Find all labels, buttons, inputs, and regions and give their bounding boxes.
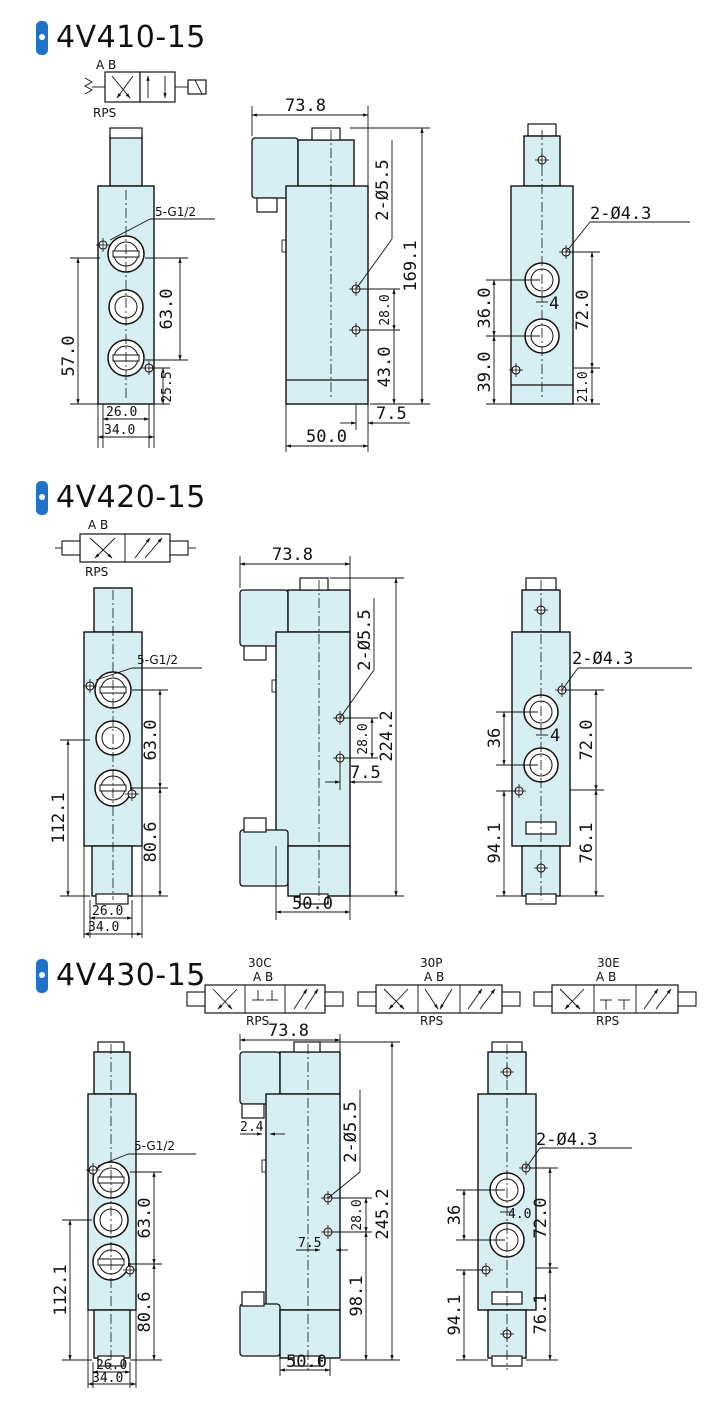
title-text: 4V420-15 — [56, 480, 206, 515]
dim-holes: 2-Ø5.5 — [355, 609, 375, 670]
symbol-top-labels: A B — [96, 58, 116, 72]
dim-offset: 7.5 — [298, 1236, 321, 1251]
section-title-4v420: 4V420-15 — [36, 480, 206, 515]
dim-total-height: 224.2 — [377, 710, 397, 761]
back-view — [477, 1041, 537, 1370]
valve-symbol-30e: 30E A B RPS — [533, 956, 697, 1028]
dim-right: 72.0 — [573, 290, 593, 331]
dim-lower: 80.6 — [141, 822, 161, 863]
dim-lower: 98.1 — [347, 1276, 367, 1317]
port-label: 5-G1/2 — [134, 1139, 175, 1153]
dim-height-left: 57.0 — [59, 336, 79, 377]
side-view — [239, 577, 351, 905]
dim-width-inner: 26.0 — [96, 1358, 127, 1373]
dim-lower: 43.0 — [375, 347, 395, 388]
symbol-top-labels: A B — [596, 970, 616, 984]
dim-width-inner: 26.0 — [106, 405, 137, 420]
dim-top-width: 73.8 — [272, 545, 313, 565]
dim-holes: 2-Ø5.5 — [373, 159, 393, 220]
dim-offset: 7.5 — [376, 404, 407, 424]
dim-upper: 36.0 — [475, 288, 495, 329]
dim-upper: 36 — [445, 1205, 465, 1225]
dim-width-outer: 34.0 — [92, 1371, 123, 1386]
dim-ports-pitch: 63.0 — [135, 1198, 155, 1239]
dim-width-inner: 26.0 — [92, 904, 123, 919]
dim-small: 4 — [550, 726, 560, 746]
title-text: 4V410-15 — [56, 20, 206, 55]
dim-lower: 39.0 — [475, 352, 495, 393]
dim-ports-pitch: 63.0 — [157, 289, 177, 330]
dim-top-width: 73.8 — [285, 96, 326, 116]
dim-holes: 2-Ø4.3 — [536, 1130, 597, 1150]
port-label: 5-G1/2 — [137, 653, 178, 667]
valve-symbol: A B RPS — [55, 518, 196, 579]
dim-offset: 25.5 — [160, 371, 175, 402]
dim-offset-top: 2.4 — [240, 1120, 264, 1135]
dim-right: 72.0 — [531, 1198, 551, 1239]
symbol-code: 30C — [248, 956, 272, 970]
dim-lower-left: 94.1 — [445, 1295, 465, 1336]
dim-small: 4.0 — [508, 1207, 531, 1222]
bullet-marker-icon — [36, 480, 48, 515]
dim-width-outer: 34.0 — [88, 920, 119, 935]
side-view — [239, 1041, 341, 1370]
side-view — [251, 127, 369, 405]
symbol-top-labels: A B — [88, 518, 108, 532]
front-view — [85, 1041, 138, 1370]
dim-bottom: 21.0 — [576, 371, 591, 402]
dim-hole-gap: 28.0 — [378, 294, 393, 325]
back-view — [508, 123, 574, 405]
front-view — [82, 587, 143, 905]
dim-total-height: 245.2 — [373, 1188, 393, 1239]
dim-small: 4 — [549, 294, 559, 314]
symbol-top-labels: A B — [253, 970, 273, 984]
back-view — [511, 577, 571, 905]
front-view — [95, 127, 157, 405]
title-text: 4V430-15 — [56, 958, 206, 993]
section-title-4v430: 4V430-15 — [36, 958, 206, 993]
port-label: 5-G1/2 — [155, 205, 196, 219]
dim-lower-left: 94.1 — [485, 823, 505, 864]
symbol-top-labels: A B — [424, 970, 444, 984]
symbol-code: 30P — [420, 956, 443, 970]
valve-symbol-30c: 30C A B RPS — [186, 956, 344, 1028]
section-title-4v410: 4V410-15 — [36, 20, 206, 55]
dim-holes: 2-Ø4.3 — [590, 204, 651, 224]
bullet-marker-icon — [36, 958, 48, 993]
dim-lower-right: 76.1 — [577, 823, 597, 864]
dim-holes: 2-Ø5.5 — [341, 1101, 361, 1162]
dim-offset: 7.5 — [350, 763, 381, 783]
dim-top-width: 73.8 — [268, 1021, 309, 1041]
dim-width-outer: 34.0 — [104, 423, 135, 438]
symbol-bottom-labels: RPS — [85, 565, 108, 579]
dim-ports-pitch: 63.0 — [141, 720, 161, 761]
valve-symbol-30p: 30P A B RPS — [357, 956, 521, 1028]
symbol-bottom-labels: RPS — [93, 106, 116, 120]
dim-holes: 2-Ø4.3 — [572, 649, 633, 669]
symbol-bottom-labels: RPS — [420, 1014, 443, 1028]
dim-lower: 80.6 — [135, 1292, 155, 1333]
dim-lower-right: 76.1 — [531, 1294, 551, 1335]
dim-hole-gap: 28.0 — [356, 723, 371, 754]
dim-hole-gap: 28.0 — [350, 1199, 365, 1230]
dim-height-left: 112.1 — [49, 792, 69, 843]
bullet-marker-icon — [36, 20, 48, 55]
dim-right: 72.0 — [577, 720, 597, 761]
dim-base: 50.0 — [306, 427, 347, 447]
dim-total-height: 169.1 — [401, 240, 421, 291]
valve-symbol: A B RPS — [84, 58, 207, 120]
symbol-code: 30E — [597, 956, 620, 970]
dim-upper: 36 — [485, 728, 505, 748]
dim-base: 50.0 — [292, 894, 333, 914]
dim-height-left: 112.1 — [51, 1264, 71, 1315]
symbol-bottom-labels: RPS — [246, 1014, 269, 1028]
dim-base: 50.0 — [286, 1352, 327, 1372]
symbol-bottom-labels: RPS — [596, 1014, 619, 1028]
